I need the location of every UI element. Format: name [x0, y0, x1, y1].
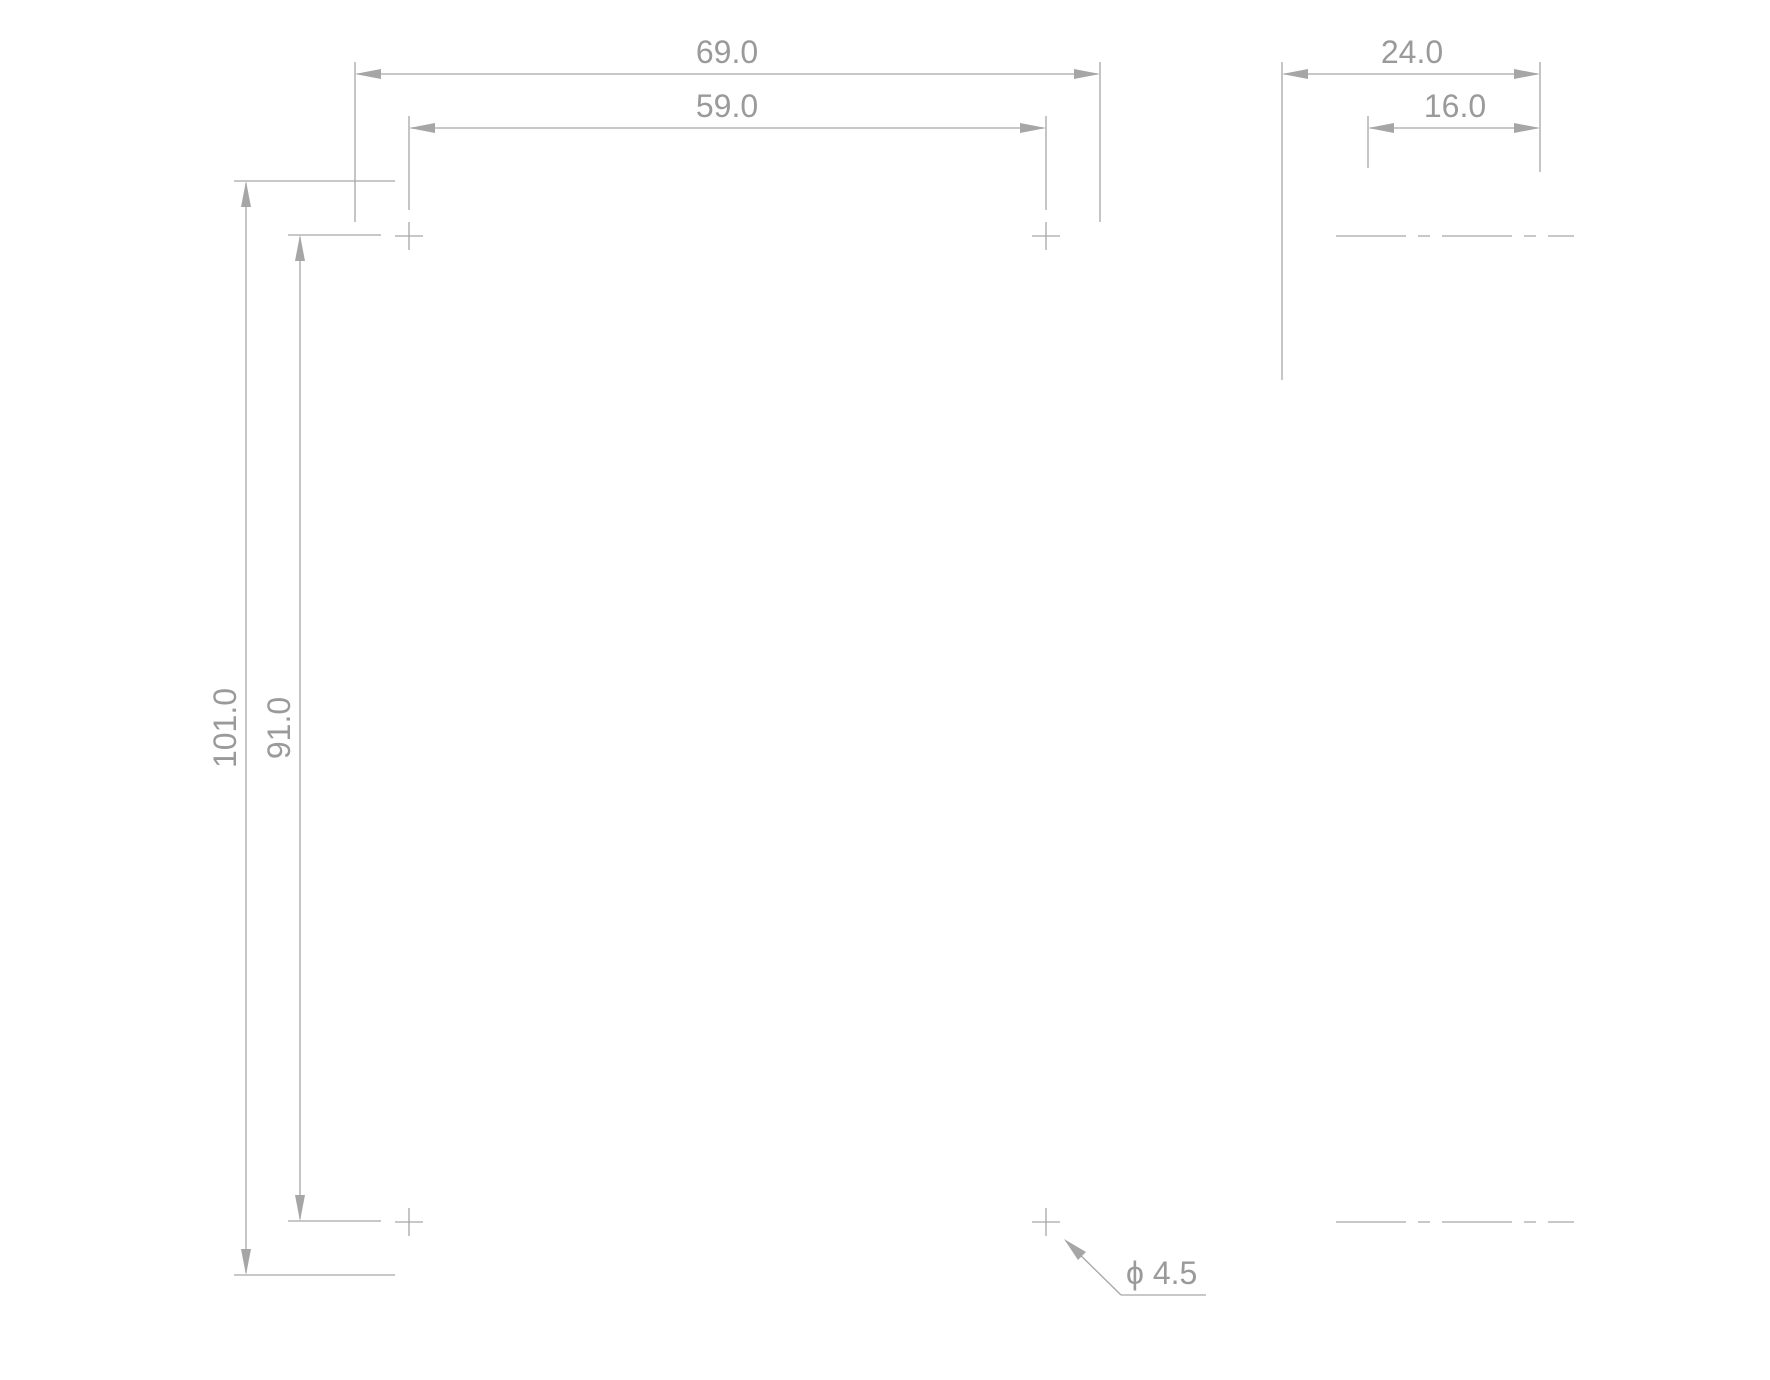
- dimension-label-91: 91.0: [261, 697, 297, 759]
- dimension-side-depth: 24.0: [1281, 34, 1541, 380]
- hole-center-bottom-right: [1032, 1208, 1060, 1236]
- dimension-label-16: 16.0: [1424, 88, 1486, 124]
- dimension-hole-spacing-horizontal: 59.0: [408, 88, 1047, 210]
- hole-center-bottom-left: [395, 1208, 423, 1236]
- dimension-side-offset: 16.0: [1367, 88, 1540, 168]
- dimension-label-101: 101.0: [207, 688, 243, 768]
- dimension-overall-height: 101.0: [207, 180, 395, 1276]
- hole-center-top-left: [395, 222, 423, 250]
- dimension-label-24: 24.0: [1381, 34, 1443, 70]
- dimension-hole-spacing-vertical: 91.0: [261, 234, 381, 1222]
- dimension-overall-width: 69.0: [354, 34, 1101, 222]
- hole-diameter-callout: ϕ 4.5: [1064, 1239, 1206, 1296]
- dimension-label-69: 69.0: [696, 34, 758, 70]
- dimension-label-diameter: ϕ 4.5: [1126, 1255, 1197, 1291]
- hole-center-top-right: [1032, 222, 1060, 250]
- dimension-label-59: 59.0: [696, 88, 758, 124]
